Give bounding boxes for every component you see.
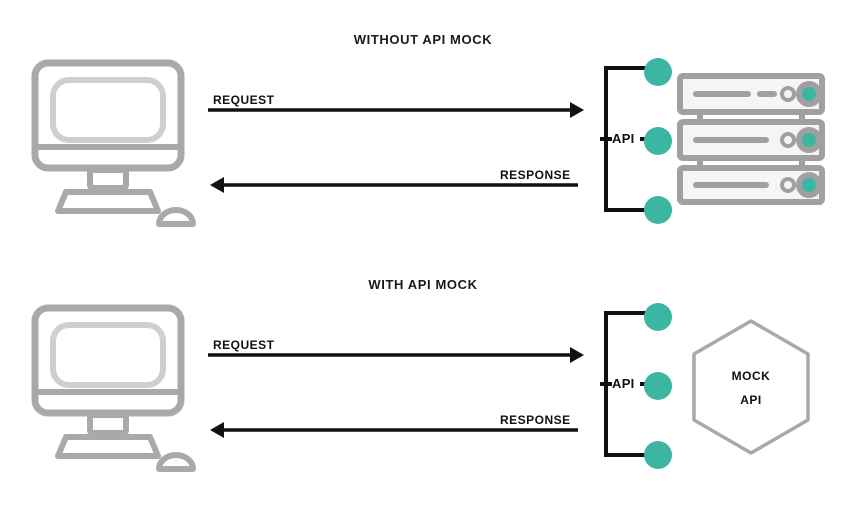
connector-dot: [644, 196, 672, 224]
response-label: RESPONSE: [500, 168, 571, 182]
hexagon-label-line-1: MOCK: [731, 369, 771, 383]
api-label: API: [612, 131, 635, 146]
server-unit: [677, 119, 825, 161]
response-label: RESPONSE: [500, 413, 571, 427]
desktop-computer-icon: [28, 303, 198, 478]
connector-dot: [644, 372, 672, 400]
connector-dot: [644, 441, 672, 469]
hexagon-label-line-2: API: [740, 393, 762, 407]
connector-dot: [644, 303, 672, 331]
server-unit: [677, 73, 825, 115]
server-rack-icon: [676, 72, 826, 207]
server-unit: [677, 165, 825, 205]
desktop-computer-icon: [28, 58, 198, 233]
request-label: REQUEST: [213, 338, 275, 352]
hexagon-icon: MOCK API: [688, 317, 814, 457]
connector-dot: [644, 127, 672, 155]
request-label: REQUEST: [213, 93, 275, 107]
connector-dot: [644, 58, 672, 86]
section-title: WITHOUT API MOCK: [353, 32, 493, 47]
api-label: API: [612, 376, 635, 391]
section-without-api-mock: WITHOUT API MOCK: [0, 0, 846, 245]
section-with-api-mock: WITH API MOCK: [0, 245, 846, 490]
section-title: WITH API MOCK: [368, 277, 478, 292]
